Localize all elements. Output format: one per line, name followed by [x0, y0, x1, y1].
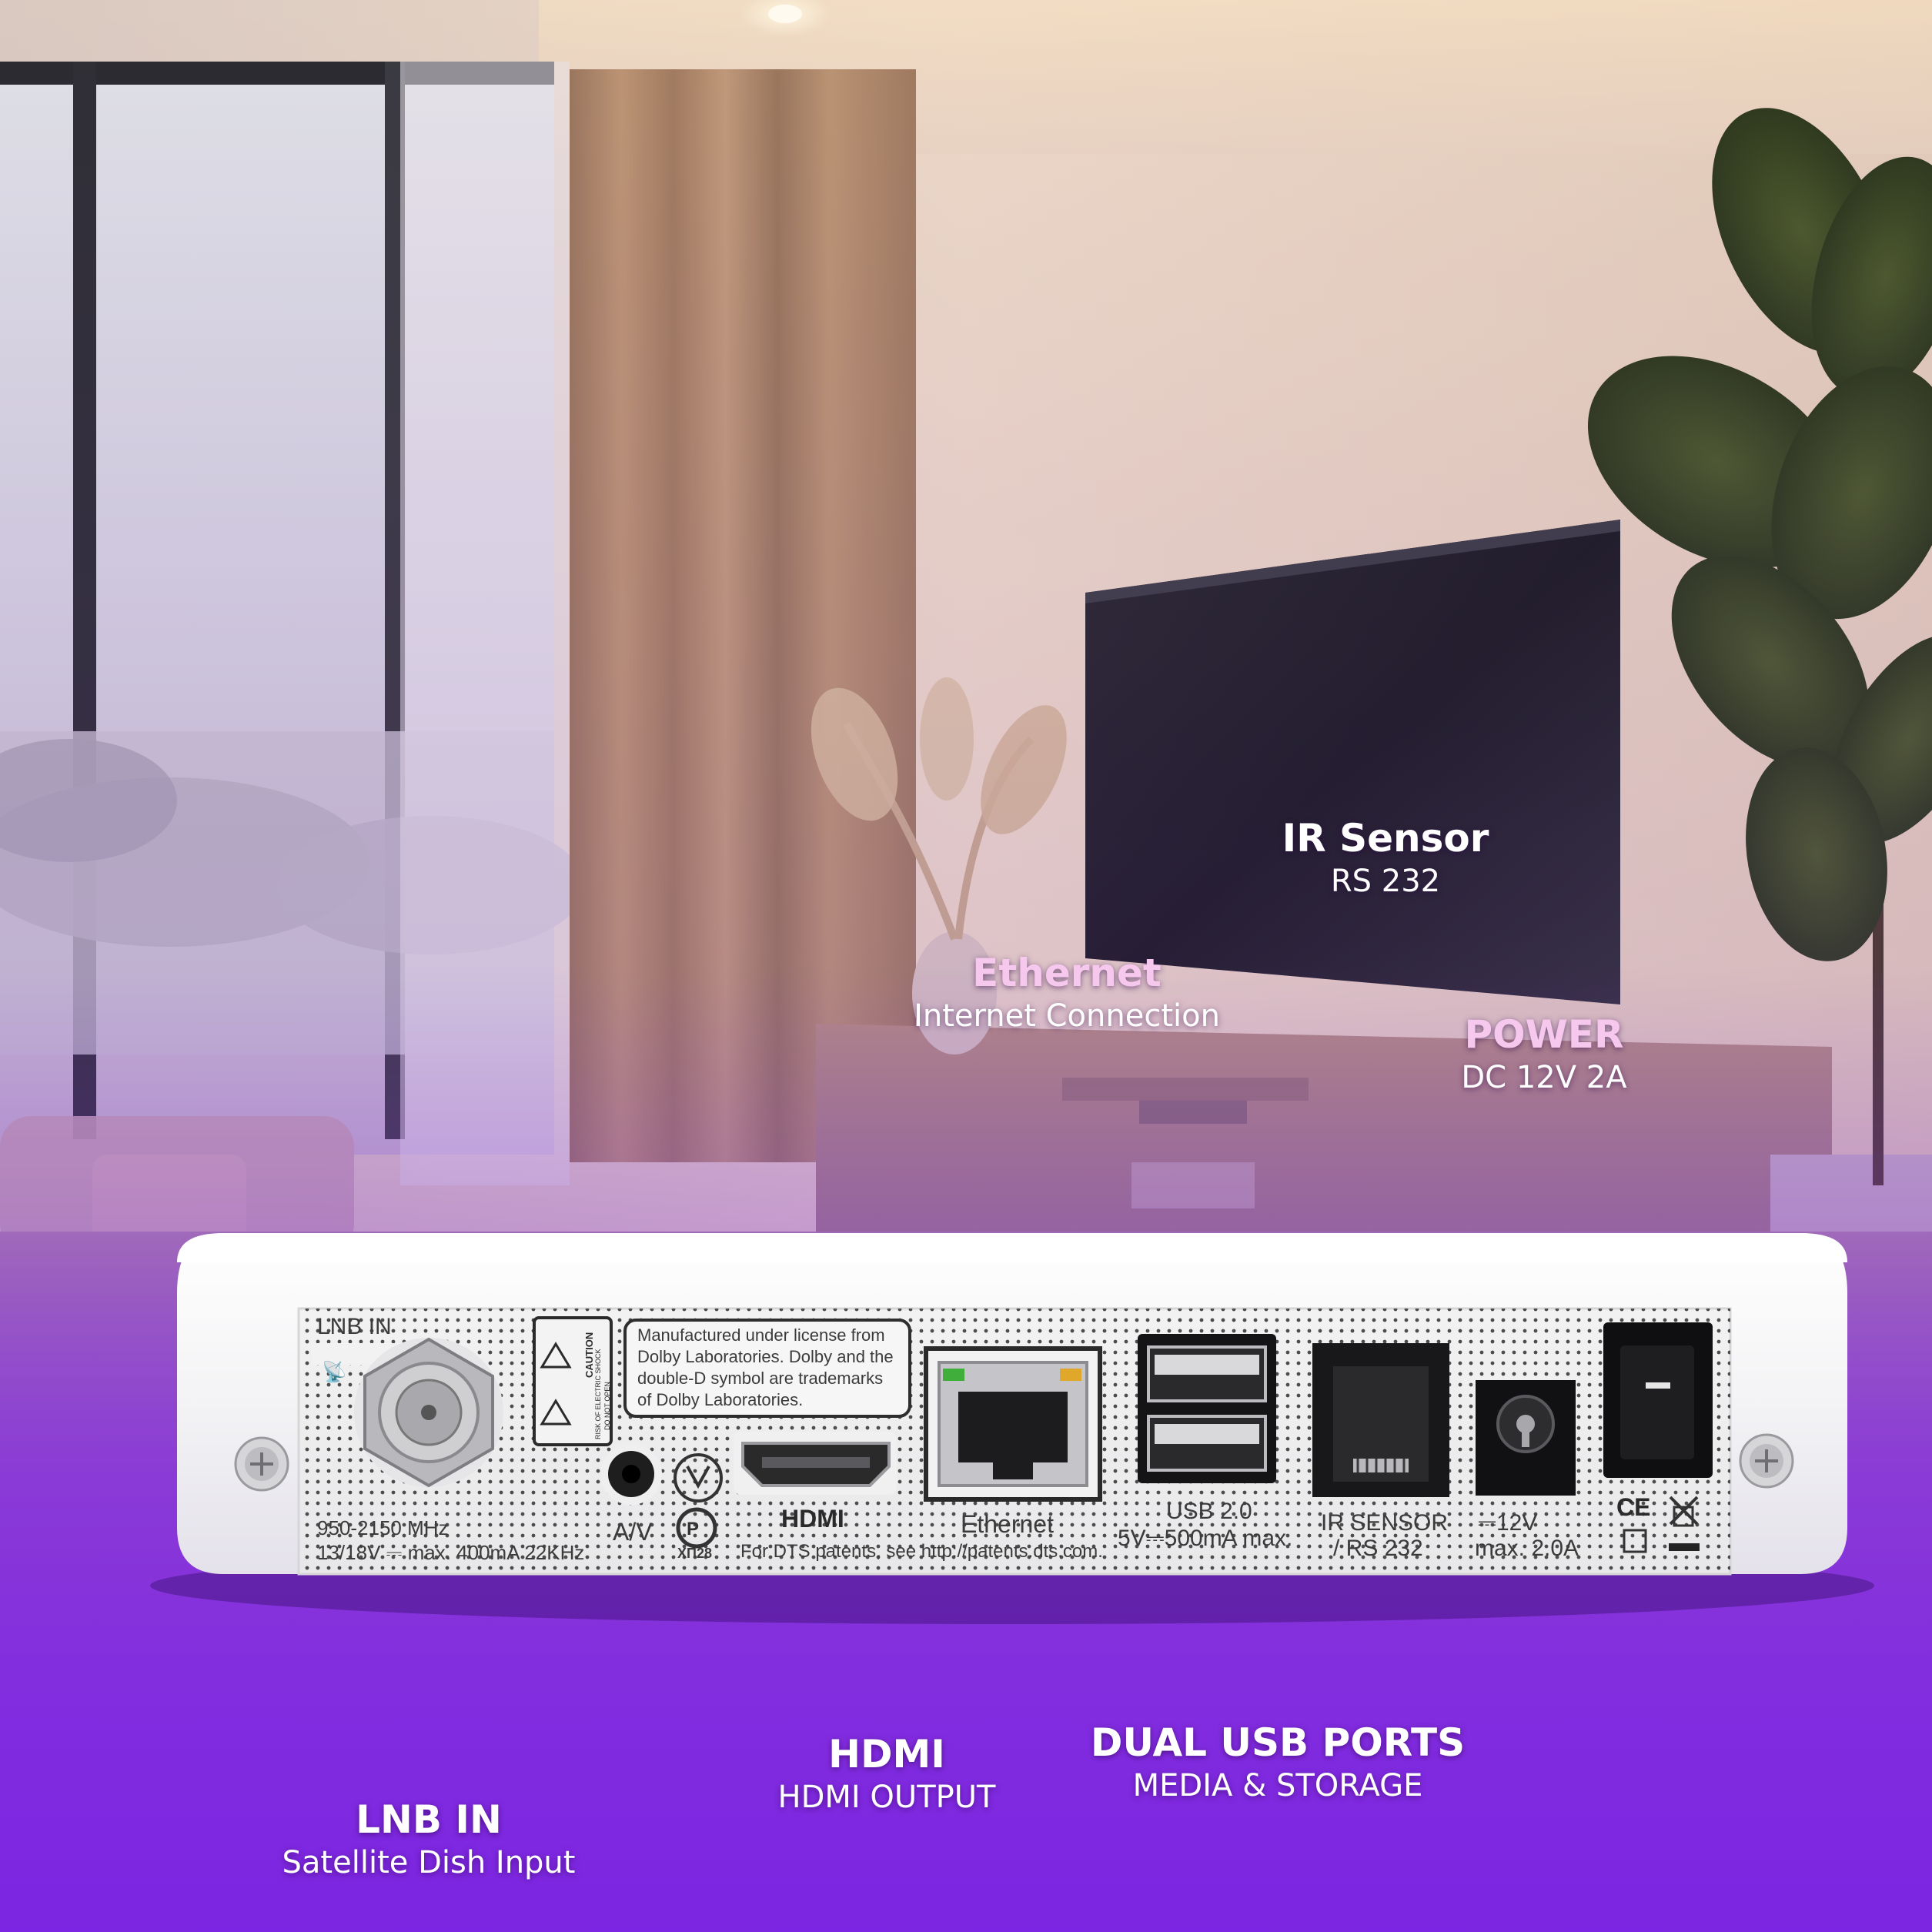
device-label-lnb-spec: 13/18V ⎓ max. 400mA 22KHz [317, 1541, 585, 1564]
callout-hdmi: HDMI HDMI OUTPUT [778, 1732, 996, 1815]
device-label-caution-2: DO NOT OPEN [603, 1382, 611, 1430]
callout-hdmi-title: HDMI [828, 1732, 945, 1777]
callout-ethernet: Ethernet Internet Connection [914, 951, 1220, 1034]
callout-dual-usb-subtitle: MEDIA & STORAGE [1132, 1768, 1423, 1803]
callout-lnb-in-subtitle: Satellite Dish Input [282, 1845, 576, 1880]
device-label-ethernet: Ethernet [961, 1510, 1054, 1538]
callout-ethernet-title: Ethernet [972, 951, 1162, 995]
satellite-dish-icon: 📡 [322, 1360, 347, 1383]
dolby-line-1: Manufactured under license from [637, 1325, 885, 1345]
callout-lnb-in: LNB IN Satellite Dish Input [282, 1797, 576, 1880]
callout-dual-usb-title: DUAL USB PORTS [1090, 1720, 1466, 1765]
callout-hdmi-subtitle: HDMI OUTPUT [777, 1780, 996, 1815]
ce-mark: CE [1616, 1493, 1651, 1521]
svg-text:P: P [687, 1519, 699, 1539]
callout-ir-sensor-title: IR Sensor [1282, 816, 1489, 861]
device-label-ir-1: IR SENSOR [1321, 1510, 1449, 1536]
device-label-power-2: max. 2.0A [1475, 1536, 1579, 1561]
device-label-caution: CAUTION [583, 1332, 595, 1378]
device-label-usb-1: USB 2.0 [1166, 1499, 1252, 1524]
callout-ethernet-subtitle: Internet Connection [914, 998, 1220, 1034]
device-label-dts: For DTS patents, see http://patents.dts.… [740, 1541, 1103, 1562]
callout-dual-usb: DUAL USB PORTS MEDIA & STORAGE [1091, 1720, 1465, 1803]
device-label-lnb-in: LNB IN [317, 1314, 392, 1339]
device-label-freq: 950-2150 MHz [317, 1516, 449, 1539]
dolby-line-2: Dolby Laboratories. Dolby and the [637, 1347, 894, 1366]
dolby-line-4: of Dolby Laboratories. [637, 1390, 804, 1409]
device-label-caution-1: RISK OF ELECTRIC SHOCK [594, 1349, 602, 1439]
callout-power: POWER DC 12V 2A [1461, 1012, 1626, 1095]
callout-power-title: POWER [1464, 1012, 1624, 1057]
device-label-power-1: ⎓12V [1478, 1510, 1538, 1536]
device-label-ir-2: / RS 232 [1333, 1536, 1423, 1561]
callout-lnb-in-title: LNB IN [356, 1797, 502, 1842]
device-label-cert: ХП28 [677, 1546, 712, 1561]
device-label-av: A/V [613, 1518, 653, 1546]
callout-ir-sensor-subtitle: RS 232 [1330, 864, 1441, 899]
callout-ir-sensor: IR Sensor RS 232 [1282, 816, 1489, 899]
callout-power-subtitle: DC 12V 2A [1461, 1060, 1627, 1095]
device-label-usb-2: 5V⎓500mA max. [1118, 1526, 1293, 1551]
device-label-hdmi: HDMI [781, 1505, 844, 1533]
dolby-line-3: double-D symbol are trademarks [637, 1369, 884, 1388]
